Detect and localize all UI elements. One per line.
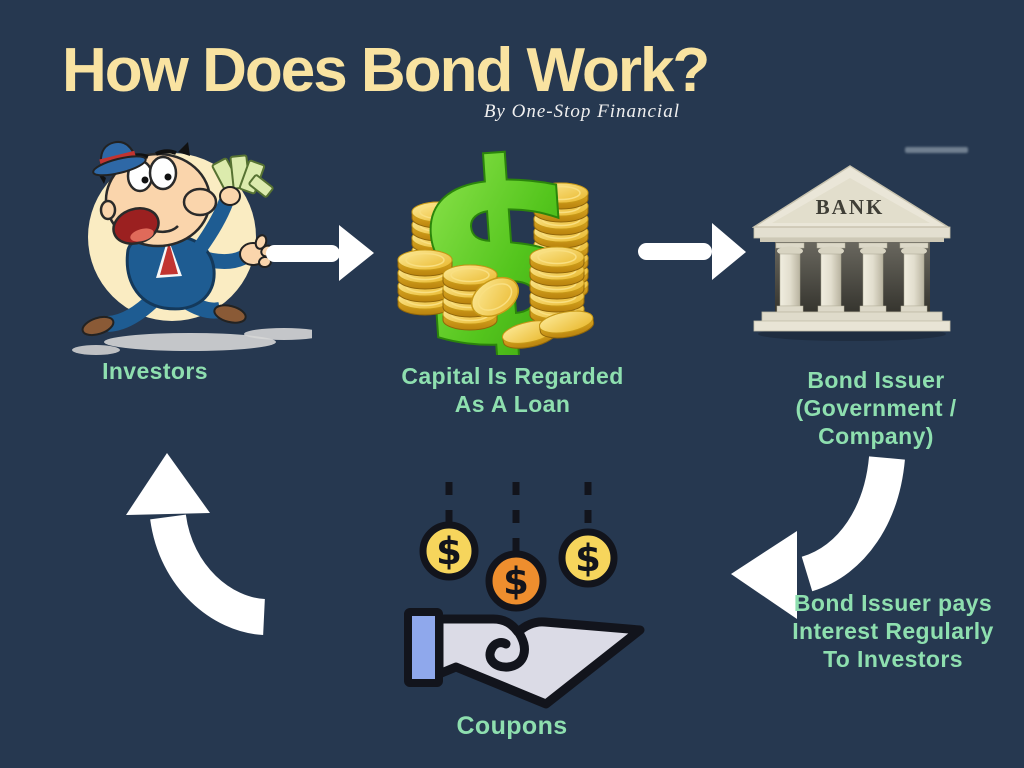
coins-in-hand-illustration: $ $ $ — [404, 482, 645, 709]
curved-left-arrow-icon — [731, 455, 905, 619]
curved-up-arrow-icon — [126, 453, 266, 635]
coupons-label: Coupons — [456, 712, 568, 740]
capital-label-line1: Capital Is Regarded — [401, 363, 624, 389]
page-subtitle: By One-Stop Financial — [483, 101, 680, 122]
bond-issuer-label-line2: (Government / Company) — [795, 395, 957, 449]
bank-building-illustration: BANK — [752, 165, 951, 341]
right-arrow-icon — [266, 225, 374, 281]
bond-issuer-label: Bond Issuer (Government / Company) — [739, 366, 1013, 450]
coupon-coin-dollar-glyph: $ — [436, 530, 462, 573]
coupon-coin-dollar-glyph: $ — [503, 560, 529, 603]
bank-sign-text: BANK — [816, 195, 885, 219]
coupon-coin-dollar-glyph: $ — [575, 537, 601, 580]
interest-note-line1: Bond Issuer pays — [793, 590, 993, 616]
investors-label: Investors — [102, 358, 208, 384]
interest-note-line2: Interest Regularly — [792, 618, 994, 644]
page-title: How Does Bond Work? — [62, 36, 710, 105]
motion-dust-icon — [72, 328, 312, 355]
watermark-text — [905, 147, 968, 153]
bond-issuer-label-line1: Bond Issuer — [807, 367, 945, 393]
capital-label: Capital Is Regarded As A Loan — [390, 362, 635, 418]
investor-cartoon-illustration — [81, 140, 274, 337]
interest-note-line3: To Investors — [823, 646, 963, 672]
dollar-coins-illustration: $ — [397, 145, 600, 355]
capital-label-line2: As A Loan — [454, 391, 571, 417]
interest-note: Bond Issuer pays Interest Regularly To I… — [773, 589, 1013, 673]
right-arrow-icon — [638, 223, 746, 280]
